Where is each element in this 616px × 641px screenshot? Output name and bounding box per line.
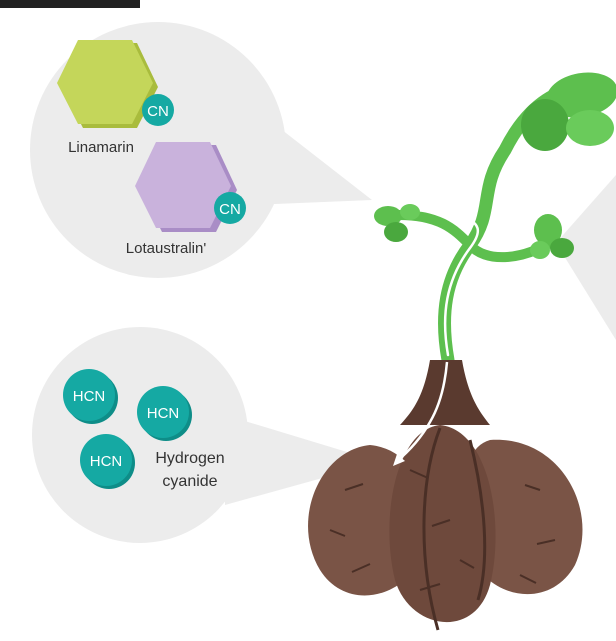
leaf-blade xyxy=(400,204,420,220)
leaf-blade xyxy=(530,241,550,259)
leaf-blade xyxy=(384,222,408,242)
lotaustralin-cn-label: CN xyxy=(219,201,241,218)
leaf-top-right xyxy=(521,67,616,151)
cropped-title-bar xyxy=(0,0,140,8)
cyanide-label-line1: Hydrogen xyxy=(155,450,224,467)
cassava-tuber xyxy=(308,360,582,630)
lotaustralin-name: Lotaustralin' xyxy=(126,240,207,257)
cyanide-label-line2: cyanide xyxy=(162,473,217,490)
cyanide-bubble-circle xyxy=(32,327,248,543)
hcn-label-1: HCN xyxy=(73,388,106,405)
leaf-blade xyxy=(566,110,614,146)
leaf-blade xyxy=(550,238,574,258)
transport-line xyxy=(398,210,478,355)
linamarin-cn-label: CN xyxy=(147,103,169,120)
hcn-label-3: HCN xyxy=(90,453,123,470)
linamarin-name: Linamarin xyxy=(68,139,134,156)
leaf-blade xyxy=(521,99,569,151)
hcn-label-2: HCN xyxy=(147,405,180,422)
leaf-left-small xyxy=(374,204,420,242)
